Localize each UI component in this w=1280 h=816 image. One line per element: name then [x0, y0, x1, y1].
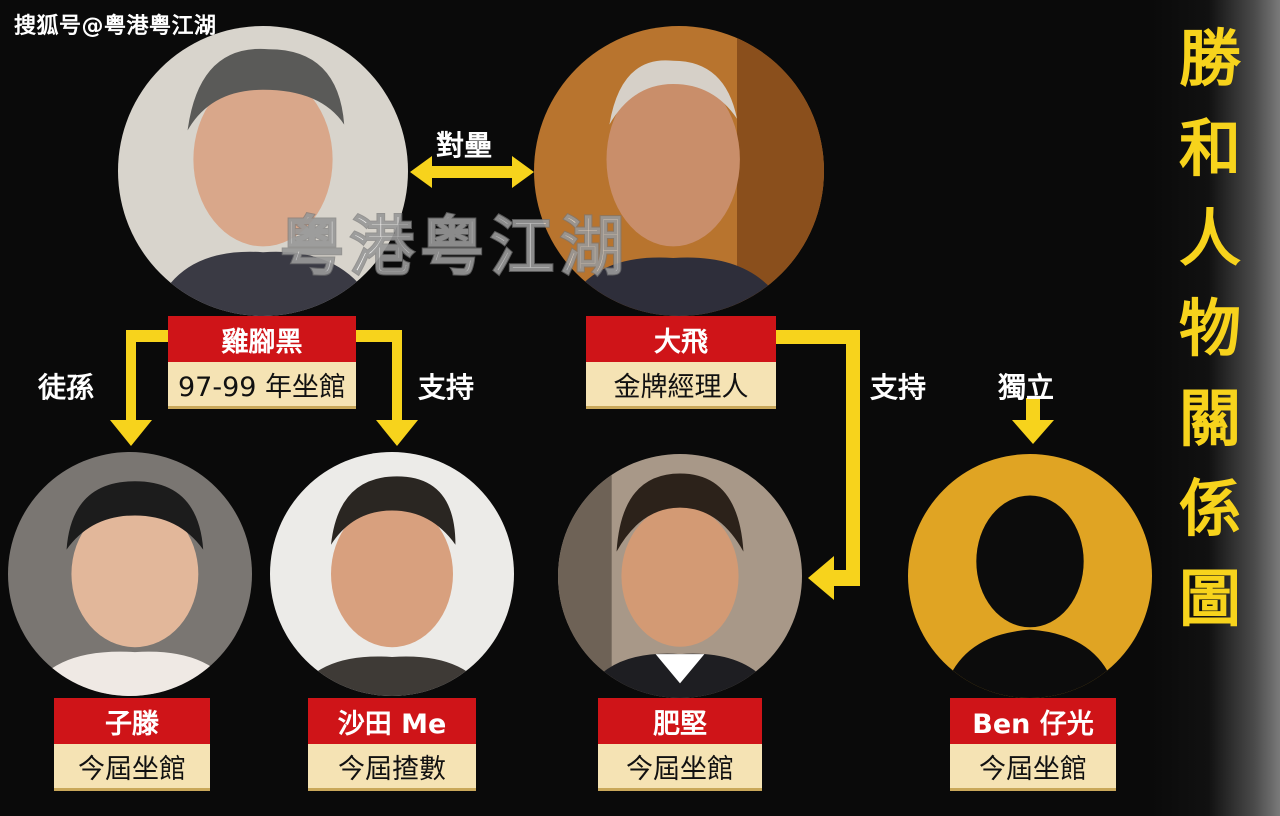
side-title-char: 人 [1178, 202, 1241, 275]
side-title-char: 係 [1178, 472, 1241, 545]
name-ji-jiao-hei: 雞腳黑 [168, 316, 356, 362]
source-label: 搜狐号@粤港粤江湖 [14, 14, 217, 39]
support-connector-left [356, 330, 418, 446]
role-fei-jian: 今屆坐館 [598, 744, 762, 788]
name-ben-zai-guang: Ben 仔光 [950, 698, 1116, 744]
side-title: 勝 和 人 物 關 係 圖 [1170, 14, 1250, 644]
independent-arrow [1012, 398, 1054, 444]
name-fei-jian: 肥堅 [598, 698, 762, 744]
role-sha-tian-me: 今屆揸數 [308, 744, 476, 788]
grandson-connector [110, 330, 168, 446]
name-zi-teng: 子滕 [54, 698, 210, 744]
role-da-fei: 金牌經理人 [586, 362, 776, 406]
rivalry-arrow [410, 156, 534, 188]
role-zi-teng: 今屆坐館 [54, 744, 210, 788]
support-connector-right [776, 330, 860, 600]
side-title-char: 物 [1178, 292, 1241, 365]
portrait-zi-teng [8, 452, 252, 696]
side-title-char: 圖 [1178, 562, 1241, 635]
silhouette-ben-zai-guang [908, 454, 1152, 698]
side-title-char: 關 [1178, 382, 1241, 455]
name-sha-tian-me: 沙田 Me [308, 698, 476, 744]
watermark: 粤港粤江湖 [279, 210, 630, 286]
support-label-left: 支持 [418, 371, 475, 404]
role-ben-zai-guang: 今屆坐館 [950, 744, 1116, 788]
portrait-fei-jian [558, 454, 802, 698]
side-title-char: 和 [1178, 112, 1241, 185]
portrait-ji-jiao-hei [118, 26, 408, 316]
rivalry-label: 對壘 [436, 129, 493, 162]
independent-label: 獨立 [998, 371, 1055, 404]
portrait-sha-tian-me [270, 452, 514, 696]
role-ji-jiao-hei: 97-99 年坐館 [168, 362, 356, 406]
portrait-da-fei [534, 26, 824, 316]
side-band [1150, 0, 1280, 816]
grandson-label: 徒孫 [38, 371, 95, 404]
support-label-right: 支持 [870, 371, 927, 404]
name-da-fei: 大飛 [586, 316, 776, 362]
side-title-char: 勝 [1178, 22, 1241, 95]
